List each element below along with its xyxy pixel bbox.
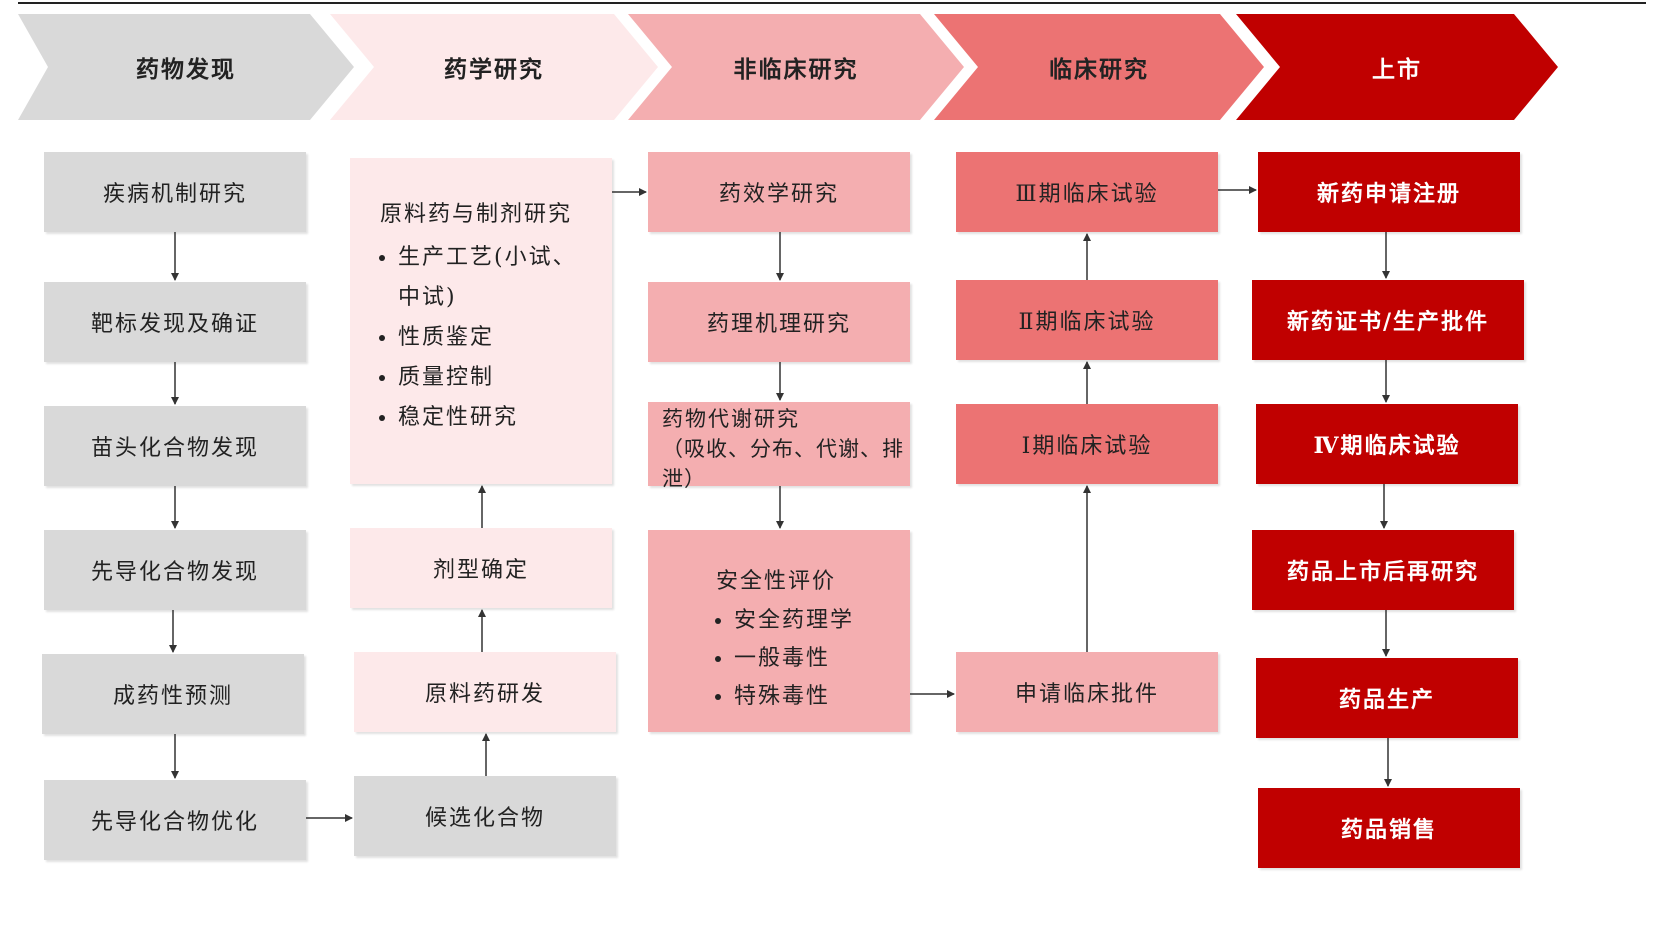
top-rule xyxy=(18,2,1646,4)
bullet-item: 稳定性研究 xyxy=(398,398,596,438)
pharmacokinetics-study: 药物代谢研究 （吸收、分布、代谢、排泄） xyxy=(648,402,910,491)
safety-bullets: 安全药理学 一般毒性 特殊毒性 xyxy=(708,602,910,716)
stage-pharmaceutical-research: 药学研究 xyxy=(330,14,658,120)
safety-evaluation: 安全性评价 安全药理学 一般毒性 特殊毒性 xyxy=(648,530,910,732)
bullet-item: 一般毒性 xyxy=(734,640,910,678)
discovery-step: 苗头化合物发现 xyxy=(44,406,306,486)
phase-2-trial: Ⅱ期临床试验 xyxy=(956,280,1218,360)
drug-production: 药品生产 xyxy=(1256,658,1518,738)
discovery-step: 先导化合物优化 xyxy=(44,780,306,860)
bullet-item: 性质鉴定 xyxy=(398,318,596,358)
bullet-item: 质量控制 xyxy=(398,358,596,398)
nda-registration: 新药申请注册 xyxy=(1258,152,1520,232)
candidate-compound: 候选化合物 xyxy=(354,776,616,856)
phase-3-trial: Ⅲ期临床试验 xyxy=(956,152,1218,232)
stage-clinical-research: 临床研究 xyxy=(934,14,1264,120)
discovery-step: 先导化合物发现 xyxy=(44,530,306,610)
phase-1-trial: Ⅰ期临床试验 xyxy=(956,404,1218,484)
bullet-item: 特殊毒性 xyxy=(734,678,910,716)
api-formulation-study: 原料药与制剂研究 生产工艺(小试、中试) 性质鉴定 质量控制 稳定性研究 xyxy=(350,158,612,484)
bullet-item: 安全药理学 xyxy=(734,602,910,640)
pharmacodynamics-study: 药效学研究 xyxy=(648,152,910,232)
discovery-step: 疾病机制研究 xyxy=(44,152,306,232)
stage-drug-discovery: 药物发现 xyxy=(18,14,354,120)
discovery-step: 靶标发现及确证 xyxy=(44,282,306,362)
phase-4-trial: Ⅳ期临床试验 xyxy=(1256,404,1518,484)
pk-detail: （吸收、分布、代谢、排泄） xyxy=(662,437,904,491)
formulation-determination: 剂型确定 xyxy=(350,528,612,608)
pharmacology-mechanism-study: 药理机理研究 xyxy=(648,282,910,362)
api-formulation-title: 原料药与制剂研究 xyxy=(380,202,573,227)
clinical-trial-approval-application: 申请临床批件 xyxy=(956,652,1218,732)
api-development: 原料药研发 xyxy=(354,652,616,732)
discovery-step: 成药性预测 xyxy=(42,654,304,734)
pk-title: 药物代谢研究 xyxy=(662,407,800,431)
api-formulation-bullets: 生产工艺(小试、中试) 性质鉴定 质量控制 稳定性研究 xyxy=(366,238,596,438)
stage-market: 上市 xyxy=(1236,14,1558,120)
safety-title: 安全性评价 xyxy=(716,569,837,594)
post-market-research: 药品上市后再研究 xyxy=(1252,530,1514,610)
bullet-item: 生产工艺(小试、中试) xyxy=(398,238,596,318)
drug-sales: 药品销售 xyxy=(1258,788,1520,868)
drug-certificate-production-approval: 新药证书/生产批件 xyxy=(1252,280,1524,360)
stage-nonclinical-research: 非临床研究 xyxy=(628,14,964,120)
